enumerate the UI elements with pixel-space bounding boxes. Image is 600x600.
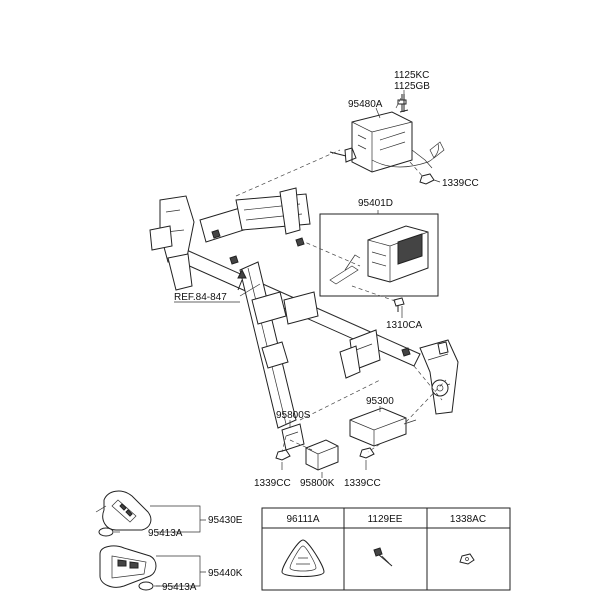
label-1339cc-right: 1339CC (344, 478, 381, 489)
label-95413a-1: 95413A (148, 528, 183, 539)
module-95300 (349, 407, 417, 447)
label-95480a: 95480A (348, 99, 383, 110)
label-96111a-icon (281, 539, 325, 577)
key-fob-95440k (99, 545, 157, 588)
dashed-leaders (235, 95, 447, 453)
key-fob-95430e (95, 490, 152, 531)
table-header-1129ee: 1129EE (368, 514, 403, 525)
module-95800k (305, 439, 339, 471)
label-95413a-2: 95413A (162, 582, 197, 593)
parts-table (261, 507, 511, 591)
label-95440k: 95440K (208, 568, 243, 579)
label-95430e: 95430E (208, 515, 243, 526)
nut-1339cc-right (359, 447, 375, 459)
leader-lines (239, 90, 441, 478)
module-95480a (329, 111, 445, 173)
label-95401d: 95401D (358, 198, 393, 209)
bracket-95800s (281, 423, 305, 451)
label-1310ca: 1310CA (386, 320, 422, 331)
cowl-cross-bar (149, 187, 459, 429)
screw-1129ee-icon (373, 547, 393, 567)
table-header-96111a: 96111A (287, 514, 320, 525)
fob-leaders (114, 505, 206, 587)
bolt-1310ca (393, 297, 405, 312)
label-95800s: 95800S (276, 410, 311, 421)
nut-1339cc-left (275, 449, 291, 461)
label-1125kc: 1125KC (394, 70, 429, 81)
table-header-1338ac: 1338AC (450, 514, 486, 525)
label-95800k: 95800K (300, 478, 335, 489)
label-1339cc-top: 1339CC (442, 178, 479, 189)
label-95300: 95300 (366, 396, 394, 407)
nut-1338ac-icon (459, 553, 475, 565)
label-ref-84-847: REF.84-847 (174, 292, 227, 303)
battery-95413a-1 (98, 527, 114, 537)
battery-95413a-2 (138, 581, 154, 591)
module-95401d-box (319, 213, 439, 297)
ref-arrow (237, 268, 247, 291)
label-1125gb: 1125GB (394, 81, 430, 92)
nut-1339cc-top (419, 173, 435, 185)
label-1339cc-left: 1339CC (254, 478, 291, 489)
bolt-1125kc (397, 94, 409, 113)
